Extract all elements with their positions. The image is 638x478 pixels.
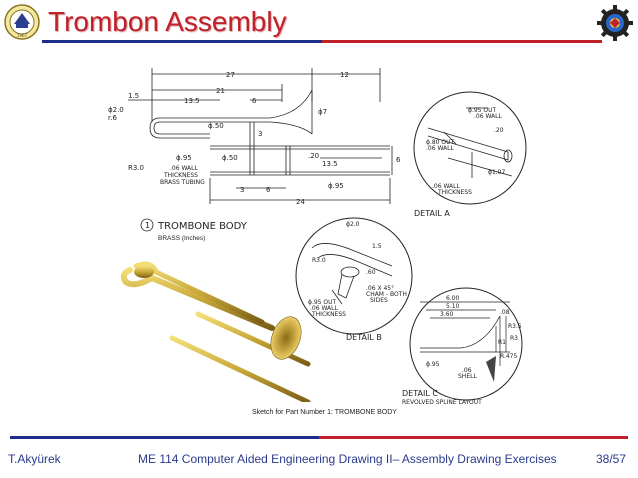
detC-note-10: SHELL xyxy=(458,373,477,380)
gear-emblem-icon xyxy=(597,5,633,41)
dim-13.5-b: 13.5 xyxy=(322,160,338,168)
detB-note-1: 1.5 xyxy=(372,243,382,250)
detC-note-3: .08 xyxy=(500,309,510,316)
detA-note-1: .06 WALL xyxy=(474,113,503,120)
detB-note-9: THICKNESS xyxy=(311,311,346,318)
detA-note-3: ϕ.80 OUT xyxy=(426,139,455,146)
dim-r.6: r.6 xyxy=(108,114,117,122)
dim-phi7: ϕ7 xyxy=(318,108,327,116)
trombone-3d-render xyxy=(120,261,311,402)
dim-phi.50: ϕ.50 xyxy=(222,154,238,162)
dim-phi2.0: ϕ2.0 xyxy=(108,106,124,114)
title-divider xyxy=(42,40,602,43)
detA-note-6: .06 WALL xyxy=(432,183,461,190)
detail-a-label: DETAIL A xyxy=(414,209,450,218)
trombone-drawing: 27 12 21 1.5 13.5 6 ϕ7 ϕ2.0 r.6 ϕ.50 3 R… xyxy=(108,68,401,206)
detC-note-1: 5.10 xyxy=(446,303,460,310)
footer-course: ME 114 Computer Aided Engineering Drawin… xyxy=(138,452,557,466)
detC-note-7: R.475 xyxy=(500,353,517,360)
detC-note-9: .06 xyxy=(462,367,472,374)
detB-note-3: .60 xyxy=(366,269,376,276)
footer-author: T.Akyürek xyxy=(8,452,61,466)
dim-3: 3 xyxy=(258,130,262,138)
part-number: 1 xyxy=(145,221,150,230)
dim-24: 24 xyxy=(296,198,305,206)
detail-c: 6.00 5.10 3.60 .08 R3.5 R3 R1 R.475 ϕ.95… xyxy=(402,287,523,406)
detC-note-5: R3 xyxy=(510,335,518,342)
footer-divider xyxy=(10,436,628,439)
detB-note-0: ϕ2.0 xyxy=(346,221,360,228)
detC-note-0: 6.00 xyxy=(446,295,460,302)
dim-phi.95-b: ϕ.95 xyxy=(328,182,344,190)
detA-note-5: ϕ1.07 xyxy=(488,169,506,176)
tubing-note-3: BRASS TUBING xyxy=(160,179,205,186)
dim-13.5: 13.5 xyxy=(184,97,200,105)
tubing-note-1: .06 WALL xyxy=(170,165,199,172)
part-material: BRASS (Inches) xyxy=(158,235,205,242)
detC-note-6: R1 xyxy=(498,339,506,346)
detA-note-2: .20 xyxy=(494,127,504,134)
slide-title: Trombon Assembly xyxy=(48,6,287,37)
part-label: 1 TROMBONE BODY BRASS (Inches) xyxy=(140,218,248,242)
dim-phi.50-top: ϕ.50 xyxy=(208,122,224,130)
dim-12: 12 xyxy=(340,71,349,79)
detB-note-5: CHAM - BOTH xyxy=(366,291,407,298)
detB-note-2: R3.0 xyxy=(312,257,326,264)
detail-b-label: DETAIL B xyxy=(346,333,382,342)
dim-6: 6 xyxy=(252,97,257,105)
detail-c-label-2: REVOLVED SPLINE LAYOUT xyxy=(402,399,482,406)
detail-a: ϕ.95 OUT .06 WALL .20 ϕ.80 OUT .06 WALL … xyxy=(413,91,527,218)
drawing-caption: Sketch for Part Number 1: TROMBONE BODY xyxy=(252,409,397,416)
part-title: TROMBONE BODY xyxy=(157,221,248,232)
detB-note-7: ϕ.95 OUT xyxy=(308,299,337,306)
detC-note-4: R3.5 xyxy=(508,323,522,330)
detC-note-2: 3.60 xyxy=(440,311,454,318)
detB-note-8: .06 WALL xyxy=(310,305,339,312)
detail-c-label-1: DETAIL C xyxy=(402,389,438,398)
detA-note-7: THICKNESS xyxy=(437,189,472,196)
detail-b: ϕ2.0 1.5 R3.0 .60 .06 X 45° CHAM - BOTH … xyxy=(295,217,413,342)
dim-27: 27 xyxy=(226,71,235,79)
dim-6-side: 6 xyxy=(396,156,401,164)
dim-.20: .20 xyxy=(308,152,319,160)
detC-note-8: ϕ.95 xyxy=(426,361,440,368)
detA-note-4: .06 WALL xyxy=(426,145,455,152)
university-seal-icon: 1967 xyxy=(4,4,40,40)
tubing-note-2: THICKNESS xyxy=(163,172,198,179)
detB-note-6: SIDES xyxy=(370,297,388,304)
dim-1.5: 1.5 xyxy=(128,92,139,100)
dim-phi.95-a: ϕ.95 xyxy=(176,154,192,162)
seal-year: 1967 xyxy=(17,33,28,38)
footer-page-number: 38/57 xyxy=(596,452,627,466)
dim-3-low: 3 xyxy=(240,186,244,194)
detA-note-0: ϕ.95 OUT xyxy=(468,107,497,114)
dim-21: 21 xyxy=(216,87,225,95)
dim-R3.0: R3.0 xyxy=(128,164,144,172)
detB-note-4: .06 X 45° xyxy=(366,285,394,292)
dim-6-low: 6 xyxy=(266,186,271,194)
